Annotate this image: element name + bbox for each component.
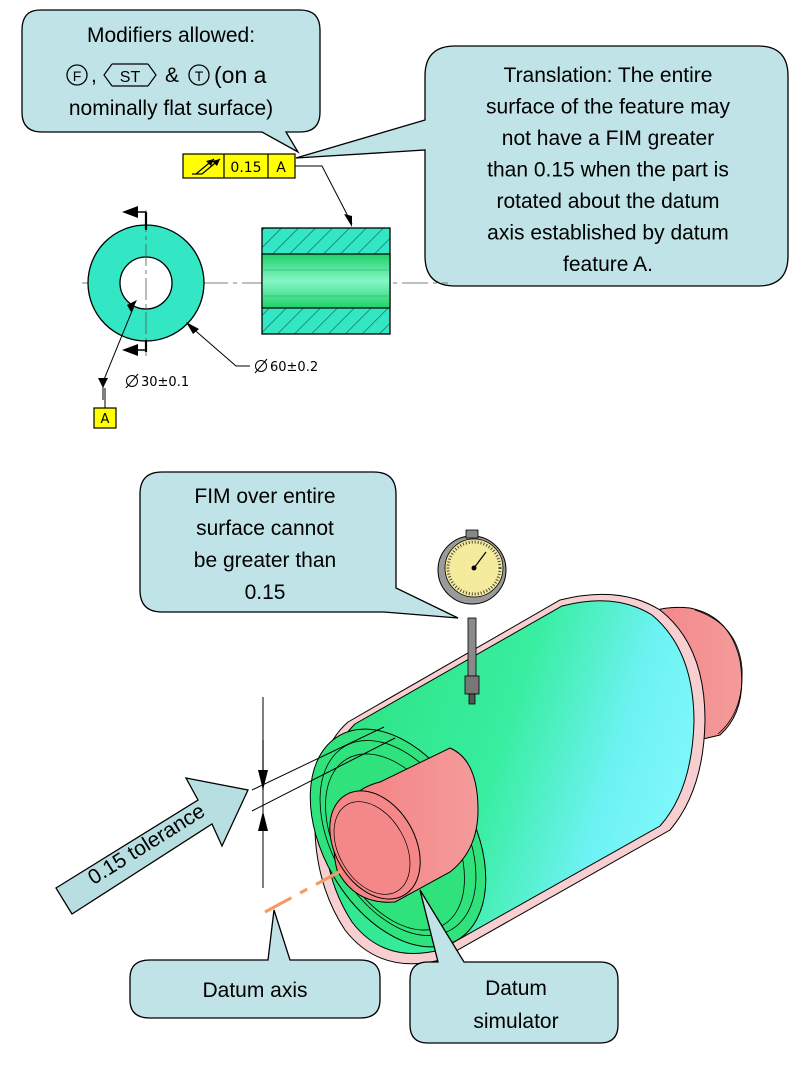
translation-text: Translation: The entire surface of the fe…	[486, 64, 730, 276]
fcf-datum: A	[276, 160, 286, 176]
translation-callout-bubble	[295, 45, 789, 287]
translation-text-line-5: rotated about the datum	[497, 190, 720, 213]
modifiers-tail: (on a	[214, 62, 267, 88]
translation-callout: Translation: The entire surface of the fe…	[295, 45, 789, 287]
datum-axis-line	[264, 864, 351, 914]
translation-text-line-4: than 0.15 when the part is	[487, 159, 729, 182]
tangent-plane-modifier-icon: T	[188, 64, 210, 86]
modifiers-line-3: nominally flat surface)	[69, 97, 273, 120]
part-isometric	[251, 593, 743, 965]
datum-feature-a-label: A	[101, 412, 110, 427]
sim-text-line-1: Datum	[485, 977, 547, 1000]
svg-text:ST: ST	[120, 69, 141, 86]
datum-simulator-callout-bubble	[409, 889, 619, 1044]
translation-text-line-6: axis established by datum	[487, 222, 729, 245]
section-view	[261, 227, 391, 335]
svg-text:F: F	[73, 68, 82, 84]
end-view: A 30±0.1 60±0.2	[82, 206, 448, 429]
tolerance-arrow: 0.15 tolerance	[55, 777, 249, 915]
fim-text-line-1: FIM over entire	[194, 485, 335, 508]
inner-diameter-dimension: 30±0.1	[141, 375, 189, 390]
fim-text: FIM over entire surface cannot be greater …	[194, 485, 336, 604]
datum-axis-callout-bubble	[129, 909, 381, 1019]
modifiers-callout-bubble	[21, 9, 321, 154]
free-state-modifier-icon: F	[66, 64, 88, 86]
fim-text-line-4: 0.15	[245, 581, 286, 604]
datum-axis-label: Datum axis	[202, 979, 307, 1002]
sim-text-line-2: simulator	[473, 1010, 558, 1033]
translation-text-line-3: not have a FIM greater	[502, 127, 714, 150]
diameter-symbol-icon	[125, 373, 139, 389]
feature-control-frame: 0.15 A	[182, 153, 353, 227]
translation-text-line-2: surface of the feature may	[486, 96, 730, 119]
fim-callout-bubble	[139, 471, 459, 619]
svg-text:T: T	[195, 68, 204, 84]
outer-diameter-dimension: 60±0.2	[270, 360, 318, 375]
fim-callout: FIM over entire surface cannot be greater …	[139, 471, 459, 619]
translation-text-line-1: Translation: The entire	[504, 64, 713, 87]
fim-text-line-2: surface cannot	[196, 517, 334, 540]
modifiers-line-1: Modifiers allowed:	[87, 24, 255, 47]
fim-text-line-3: be greater than	[194, 549, 336, 572]
modifiers-amp: &	[165, 64, 179, 87]
datum-simulator-callout: Datum simulator	[409, 889, 619, 1044]
tolerance-arrow-label: 0.15 tolerance	[84, 799, 209, 889]
diameter-symbol-icon	[254, 358, 268, 374]
statistical-tolerance-modifier-icon: ST	[103, 63, 157, 87]
translation-text-line-7: feature A.	[563, 253, 653, 276]
modifiers-sep: ,	[91, 64, 97, 87]
datum-axis-callout: Datum axis	[129, 909, 381, 1019]
total-runout-symbol-icon	[192, 158, 221, 175]
fcf-tolerance: 0.15	[230, 160, 261, 176]
modifiers-callout: Modifiers allowed: F , ST & T (on a nomi…	[21, 9, 321, 154]
datum-simulator-text: Datum simulator	[473, 977, 558, 1033]
dial-indicator-icon	[437, 529, 507, 705]
